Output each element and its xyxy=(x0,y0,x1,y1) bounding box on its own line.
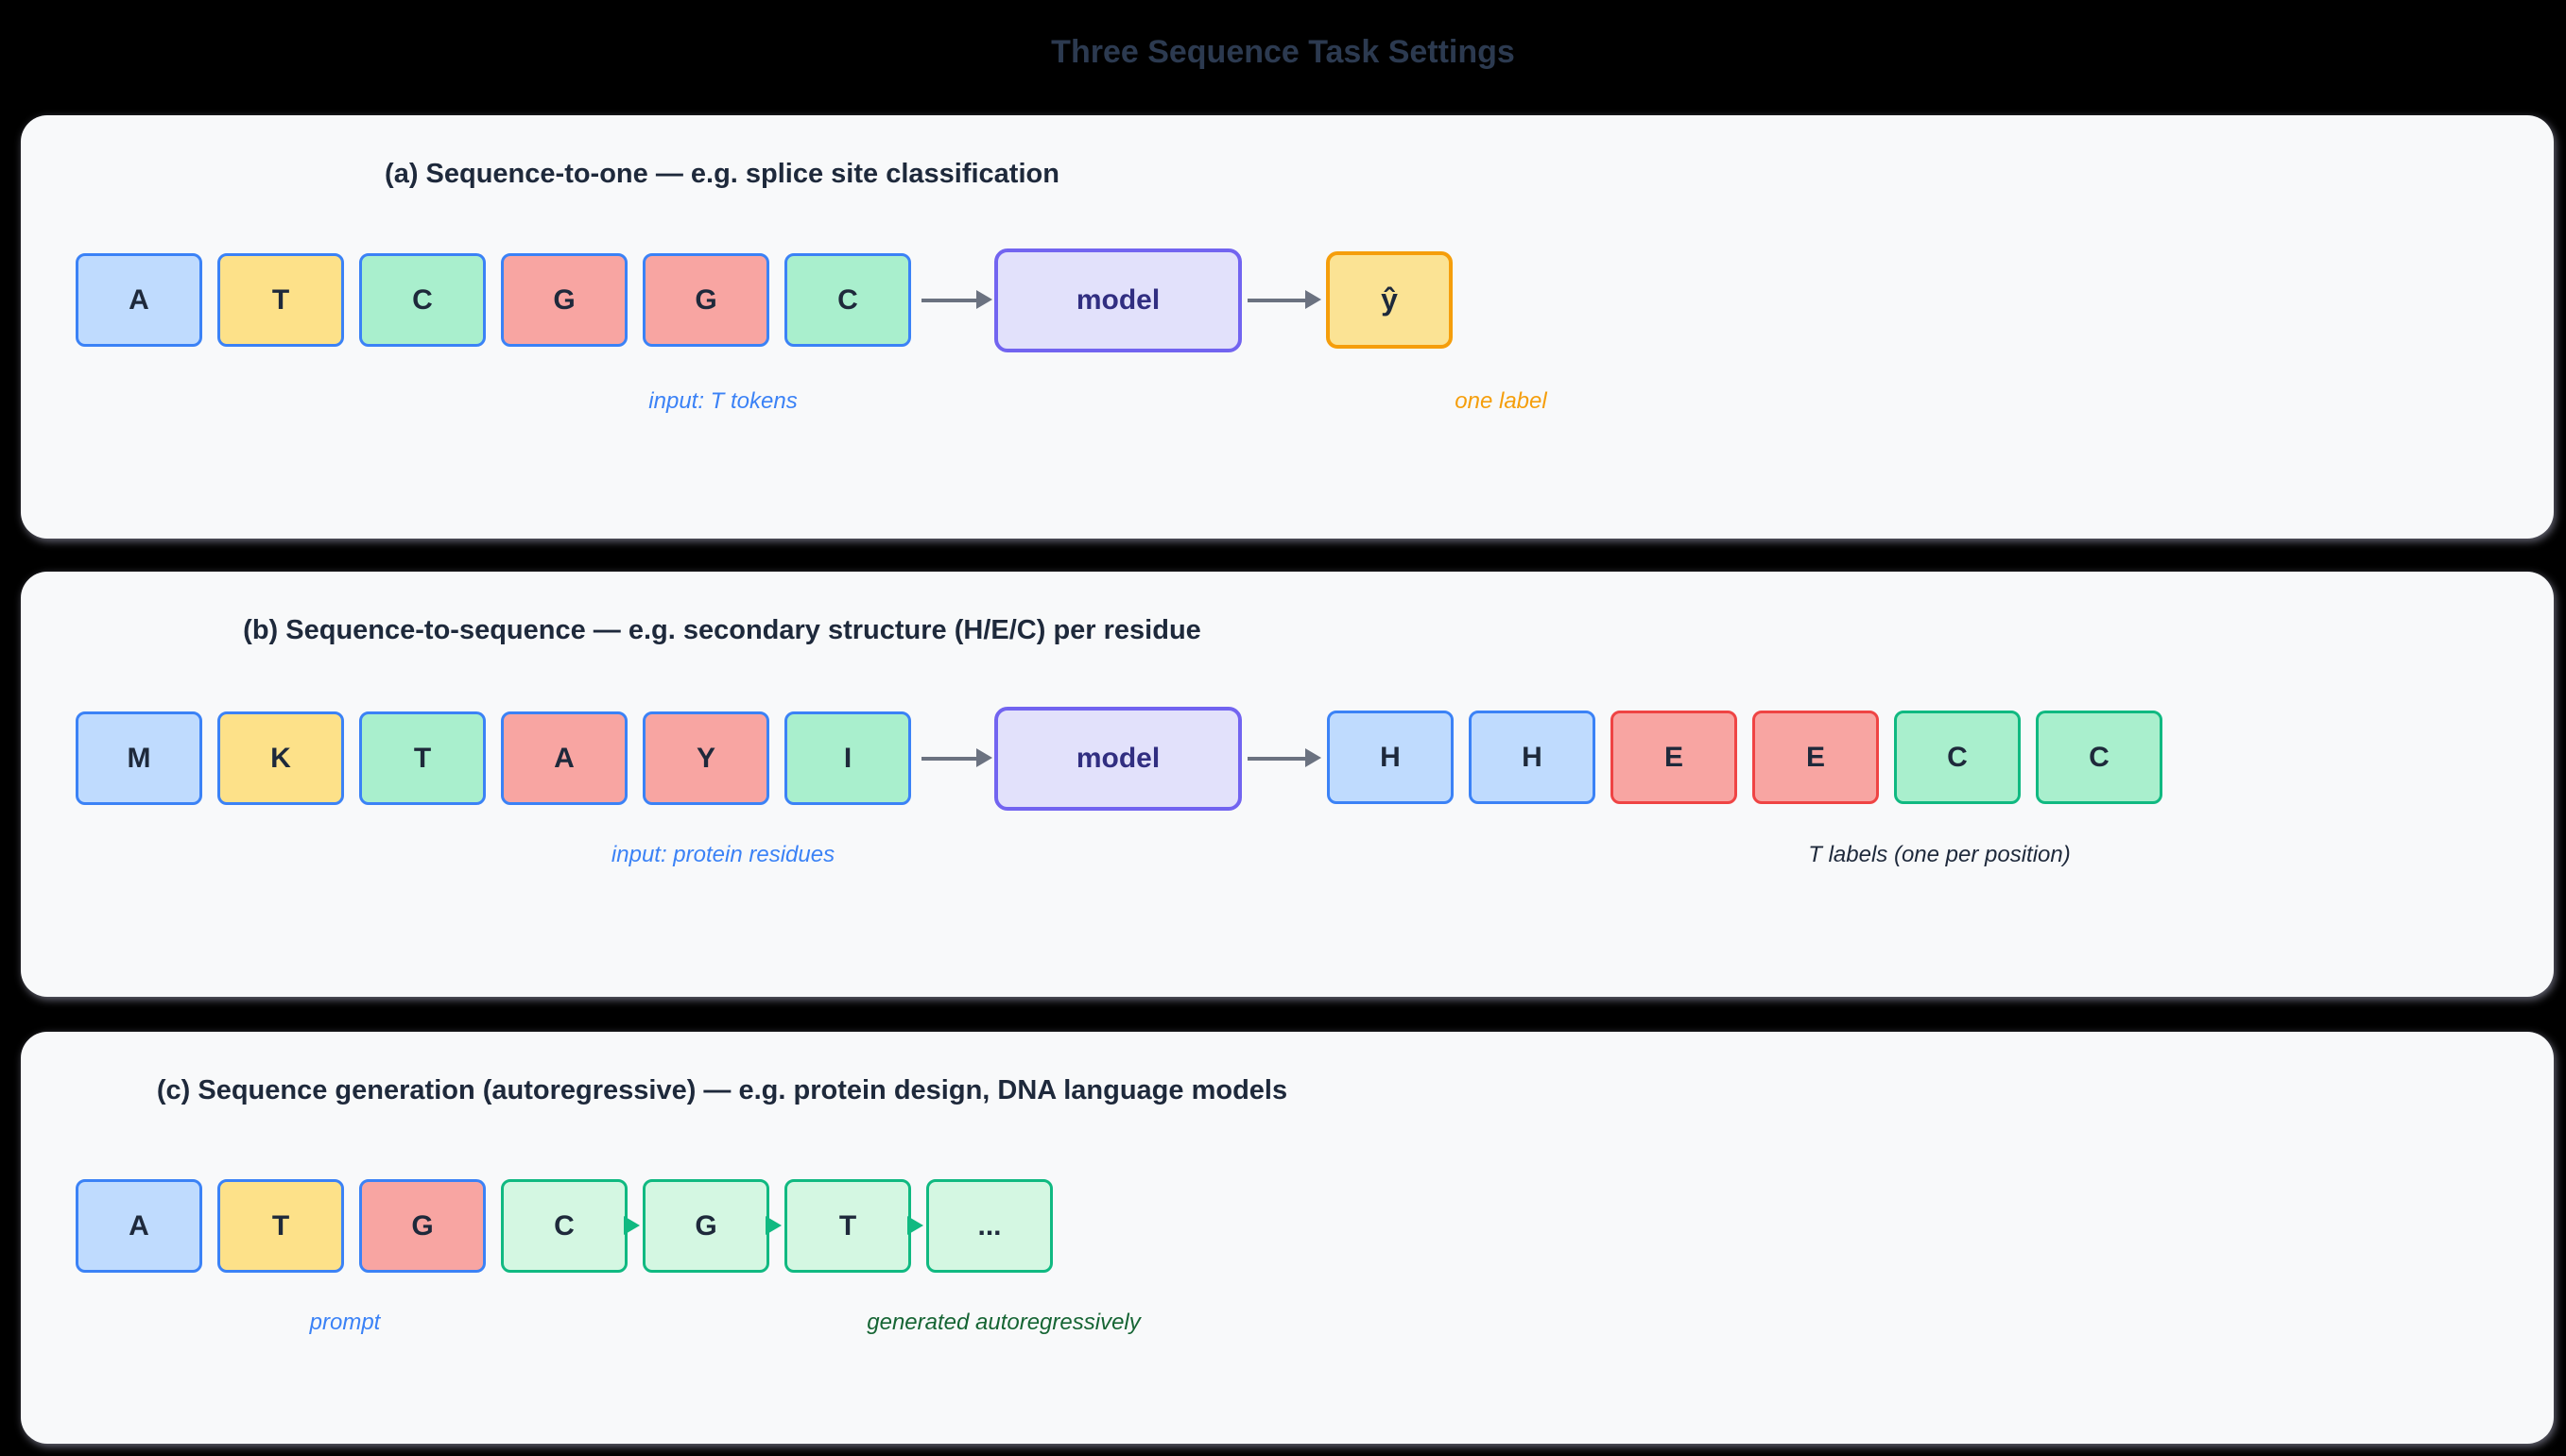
generated-token-box: ... xyxy=(926,1179,1053,1273)
panel-a-title: (a) Sequence-to-one — e.g. splice site c… xyxy=(385,159,1059,189)
caption-input-tokens: input: T tokens xyxy=(648,388,798,414)
output-token-box: E xyxy=(1610,711,1737,804)
arrow-right-icon xyxy=(1248,748,1321,768)
prompt-token-box: T xyxy=(217,1179,344,1273)
generated-token-box: T xyxy=(784,1179,911,1273)
token-box: K xyxy=(217,711,344,805)
token-box: A xyxy=(501,711,628,805)
diagram-title: Three Sequence Task Settings xyxy=(1051,34,1515,70)
model-box: model xyxy=(994,248,1242,352)
panel-sequence-to-sequence: (b) Sequence-to-sequence — e.g. secondar… xyxy=(21,572,2554,997)
generated-token-box: G xyxy=(643,1179,769,1273)
token-box: G xyxy=(501,253,628,347)
token-box: Y xyxy=(643,711,769,805)
generated-token-box: C xyxy=(501,1179,628,1273)
model-box: model xyxy=(994,707,1242,811)
autoregressive-arrow-icon xyxy=(624,1216,640,1235)
caption-one-label: one label xyxy=(1455,388,1547,414)
caption-generated: generated autoregressively xyxy=(867,1310,1141,1335)
panel-c-title: (c) Sequence generation (autoregressive)… xyxy=(156,1075,1288,1105)
caption-input-residues: input: protein residues xyxy=(611,842,835,867)
token-box: G xyxy=(643,253,769,347)
token-box: T xyxy=(217,253,344,347)
panel-sequence-to-one: (a) Sequence-to-one — e.g. splice site c… xyxy=(21,115,2554,539)
token-box: I xyxy=(784,711,911,805)
autoregressive-arrow-icon xyxy=(766,1216,782,1235)
output-token-box: H xyxy=(1469,711,1595,804)
token-box: T xyxy=(359,711,486,805)
prompt-token-box: A xyxy=(76,1179,202,1273)
arrow-right-icon xyxy=(921,290,992,310)
token-box: C xyxy=(359,253,486,347)
panel-sequence-generation: (c) Sequence generation (autoregressive)… xyxy=(21,1032,2554,1444)
autoregressive-arrow-icon xyxy=(907,1216,923,1235)
arrow-right-icon xyxy=(921,748,992,768)
output-token-box: H xyxy=(1327,711,1454,804)
token-box: M xyxy=(76,711,202,805)
token-box: A xyxy=(76,253,202,347)
output-token-box: C xyxy=(2036,711,2162,804)
prediction-box: ŷ xyxy=(1326,251,1453,349)
caption-t-labels: T labels (one per position) xyxy=(1808,842,2071,867)
prompt-token-box: G xyxy=(359,1179,486,1273)
arrow-right-icon xyxy=(1248,290,1321,310)
panel-b-title: (b) Sequence-to-sequence — e.g. secondar… xyxy=(243,615,1201,645)
output-token-box: E xyxy=(1752,711,1879,804)
caption-prompt: prompt xyxy=(309,1310,381,1335)
output-token-box: C xyxy=(1894,711,2021,804)
token-box: C xyxy=(784,253,911,347)
